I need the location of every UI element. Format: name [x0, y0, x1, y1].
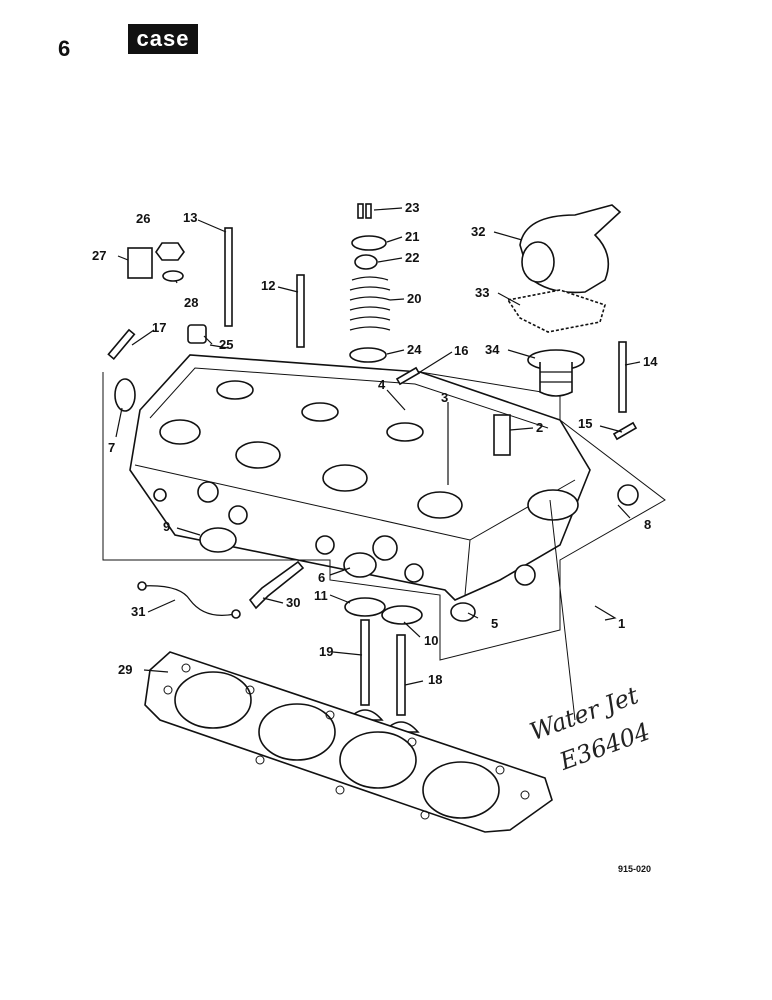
- callout-20: 20: [407, 291, 421, 306]
- callout-2: 2: [536, 420, 543, 435]
- callout-13: 13: [183, 210, 197, 225]
- plug-8: [617, 484, 639, 506]
- callout-25: 25: [219, 337, 233, 352]
- valve-spring-stack: [349, 203, 391, 363]
- page-number: 6: [58, 36, 71, 61]
- nut: [155, 242, 185, 261]
- case-logo: case: [128, 24, 198, 54]
- callout-7: 7: [108, 440, 115, 455]
- seal-10: [381, 605, 423, 625]
- callout-8: 8: [644, 517, 651, 532]
- thermostat: [527, 349, 585, 397]
- callout-27: 27: [92, 248, 106, 263]
- callout-21: 21: [405, 229, 419, 244]
- callout-12: 12: [261, 278, 275, 293]
- callout-34: 34: [485, 342, 500, 357]
- expansion-plug: [114, 378, 136, 412]
- callout-32: 32: [471, 224, 485, 239]
- callout-15: 15: [578, 416, 592, 431]
- brand-logo-text: case: [136, 26, 190, 51]
- callout-33: 33: [475, 285, 489, 300]
- callout-6: 6: [318, 570, 325, 585]
- seal-6: [343, 552, 377, 578]
- figure-id: 915-020: [618, 864, 652, 874]
- callout-14: 14: [643, 354, 658, 369]
- plug: [187, 324, 207, 344]
- callout-10: 10: [424, 633, 438, 648]
- glow-plug-wire: [141, 585, 236, 616]
- studs: [107, 227, 638, 441]
- callout-3: 3: [441, 390, 448, 405]
- thermostat-gasket: [506, 289, 606, 333]
- callout-1: 1: [618, 616, 625, 631]
- callout-19: 19: [319, 644, 333, 659]
- thermostat-housing: [519, 204, 622, 294]
- callout-18: 18: [428, 672, 442, 687]
- callout-30: 30: [286, 595, 300, 610]
- callout-17: 17: [152, 320, 166, 335]
- handwritten-annotation: Water Jet E36404: [526, 681, 654, 776]
- washer: [162, 270, 184, 282]
- seal-9: [199, 527, 237, 553]
- callout-5: 5: [491, 616, 498, 631]
- callout-22: 22: [405, 250, 419, 265]
- callout-11: 11: [314, 588, 328, 603]
- seal-11: [344, 597, 386, 617]
- cylinder-head: [129, 354, 591, 601]
- head-assembly-bracket: [102, 371, 666, 661]
- bushing: [127, 247, 153, 279]
- glow-plug: [248, 560, 305, 610]
- callout-31: 31: [131, 604, 145, 619]
- callout-29: 29: [118, 662, 132, 677]
- head-gasket: [144, 651, 553, 833]
- callout-23: 23: [405, 200, 419, 215]
- callout-26: 26: [136, 211, 150, 226]
- callout-16: 16: [454, 343, 468, 358]
- callout-labels: 1 2 3 4 5 6 7 8 9 10 11 12 13 14 15 16 1…: [92, 200, 658, 687]
- leader-lines: [115, 207, 641, 721]
- callout-28: 28: [184, 295, 198, 310]
- callout-9: 9: [163, 519, 170, 534]
- cup-plug: [450, 602, 476, 622]
- callout-4: 4: [378, 377, 386, 392]
- callout-24: 24: [407, 342, 422, 357]
